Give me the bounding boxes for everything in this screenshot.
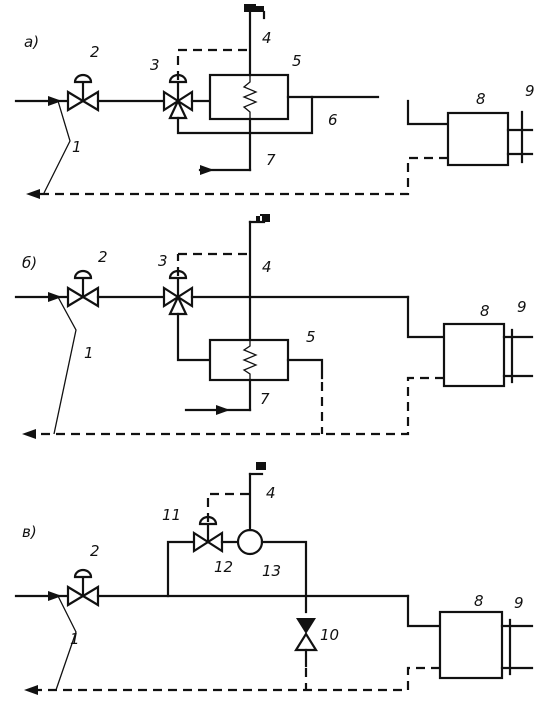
return-line: [28, 376, 444, 436]
panel-a-letter: a): [24, 33, 39, 51]
label-6: 6: [328, 111, 338, 129]
label-9: 9: [525, 82, 535, 100]
panel-a: a): [14, 4, 535, 199]
label-3: 3: [150, 56, 160, 74]
leader-1: [43, 100, 71, 194]
return-line: [30, 156, 448, 196]
exchanger-feed-pipe: [176, 312, 212, 362]
consumer-8: [442, 322, 506, 388]
label-12: 12: [214, 558, 233, 576]
panel-b-letter: б): [22, 254, 37, 272]
flow-arrow-icon: [200, 165, 214, 175]
bypass-pipe: [176, 95, 314, 135]
label-9: 9: [514, 594, 524, 612]
inlet-arrow-icon: [48, 96, 62, 106]
label-4: 4: [262, 29, 272, 47]
label-13: 13: [262, 562, 281, 580]
leader-1: [55, 595, 77, 691]
label-8: 8: [476, 90, 486, 108]
return-arrow-icon: [24, 685, 38, 695]
label-8: 8: [480, 302, 490, 320]
consumer-supply-pipe: [406, 99, 450, 126]
label-5: 5: [292, 52, 302, 70]
label-1: 1: [70, 630, 80, 648]
heating-coil-icon: [242, 75, 258, 119]
label-10: 10: [320, 626, 339, 644]
return-arrow-icon: [26, 189, 40, 199]
control-valve-12: [192, 515, 224, 554]
pump-outlet-pipe: [260, 540, 308, 614]
label-2: 2: [90, 542, 100, 560]
label-3: 3: [158, 252, 168, 270]
panel-c: в): [14, 462, 534, 695]
control-valve-2: [66, 568, 100, 607]
pump-13: [236, 528, 264, 556]
consumer-supply-pipe: [406, 594, 442, 628]
inlet-arrow-icon: [48, 591, 62, 601]
panel-c-letter: в): [22, 523, 37, 541]
label-4: 4: [262, 258, 272, 276]
consumer-supply-pipe: [406, 295, 446, 339]
consumer-outlets: [506, 110, 534, 164]
three-way-valve-3: [162, 73, 194, 120]
consumer-outlets: [500, 618, 534, 676]
control-valve-2: [66, 73, 100, 112]
exchanger-outlet-pipe: [286, 358, 324, 380]
label-2: 2: [90, 43, 100, 61]
label-7: 7: [260, 390, 270, 408]
tap-icon: [256, 462, 266, 470]
return-line: [30, 666, 440, 692]
control-valve-2: [66, 269, 100, 308]
consumer-outlets: [502, 328, 534, 384]
inlet-arrow-icon: [48, 292, 62, 302]
impulse-line: [206, 492, 250, 522]
label-8: 8: [474, 592, 484, 610]
bypass-pipe-11: [166, 540, 196, 598]
heating-coil-icon: [242, 340, 258, 380]
consumer-8: [438, 610, 504, 680]
check-valve-10: [294, 618, 318, 652]
tap-icon: [256, 214, 270, 222]
panel-b: б): [14, 214, 534, 439]
label-9: 9: [517, 298, 527, 316]
leader-1: [53, 296, 77, 435]
label-1: 1: [84, 344, 94, 362]
label-2: 2: [98, 248, 108, 266]
label-4: 4: [266, 484, 276, 502]
return-arrow-icon: [22, 429, 36, 439]
label-11: 11: [162, 506, 181, 524]
heat-exchanger-5: [208, 73, 290, 121]
label-5: 5: [306, 328, 316, 346]
label-7: 7: [266, 151, 276, 169]
flow-arrow-icon: [216, 405, 230, 415]
label-1: 1: [72, 138, 82, 156]
consumer-8: [446, 111, 510, 167]
tap-icon: [244, 4, 264, 12]
three-way-valve-3: [162, 269, 194, 316]
